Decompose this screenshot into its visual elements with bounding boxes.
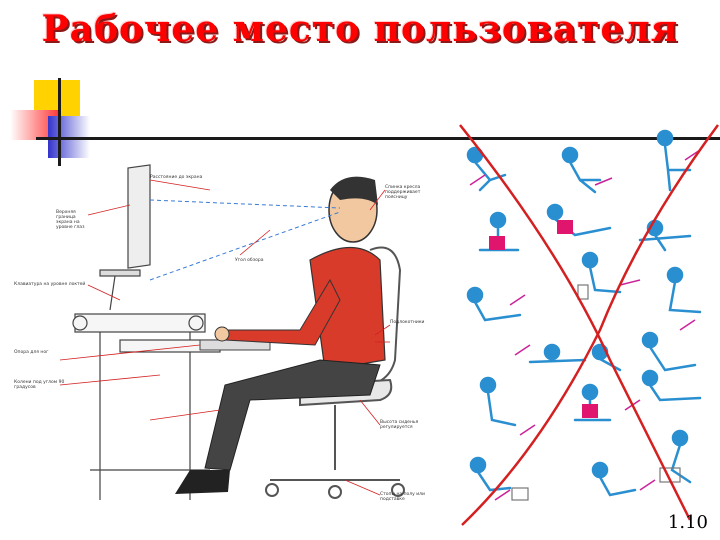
label-armrests: Подлокотники (390, 320, 425, 325)
label-feet: Стопы на полу или подставке (380, 492, 425, 502)
label-distance: Расстояние до экрана (150, 175, 203, 180)
label-leaders (59, 179, 391, 496)
label-knees: Колени под углом 90 градусов (14, 380, 65, 390)
label-screen-top: Верхняя граница экрана на уровне глаз (56, 210, 85, 230)
horizontal-rule (36, 137, 720, 140)
label-keyboard: Клавиатура на уровне локтей (14, 282, 86, 287)
slide-title: Рабочее место пользователя (41, 8, 679, 50)
label-view-angle: Угол обзора (235, 258, 264, 263)
label-seat-height: Высота сиденья регулируется (380, 420, 419, 430)
label-backrest: Спинка кресла поддерживает поясницу (385, 185, 421, 200)
red-cross-icon (459, 124, 720, 526)
desk-icon (72, 313, 221, 500)
label-footrest: Опора для ног (14, 350, 49, 355)
monitor-icon (99, 164, 151, 311)
vertical-rule (58, 78, 61, 166)
page-number: 1.10 (667, 512, 708, 533)
sight-lines (149, 199, 341, 281)
person-icon (175, 176, 386, 494)
